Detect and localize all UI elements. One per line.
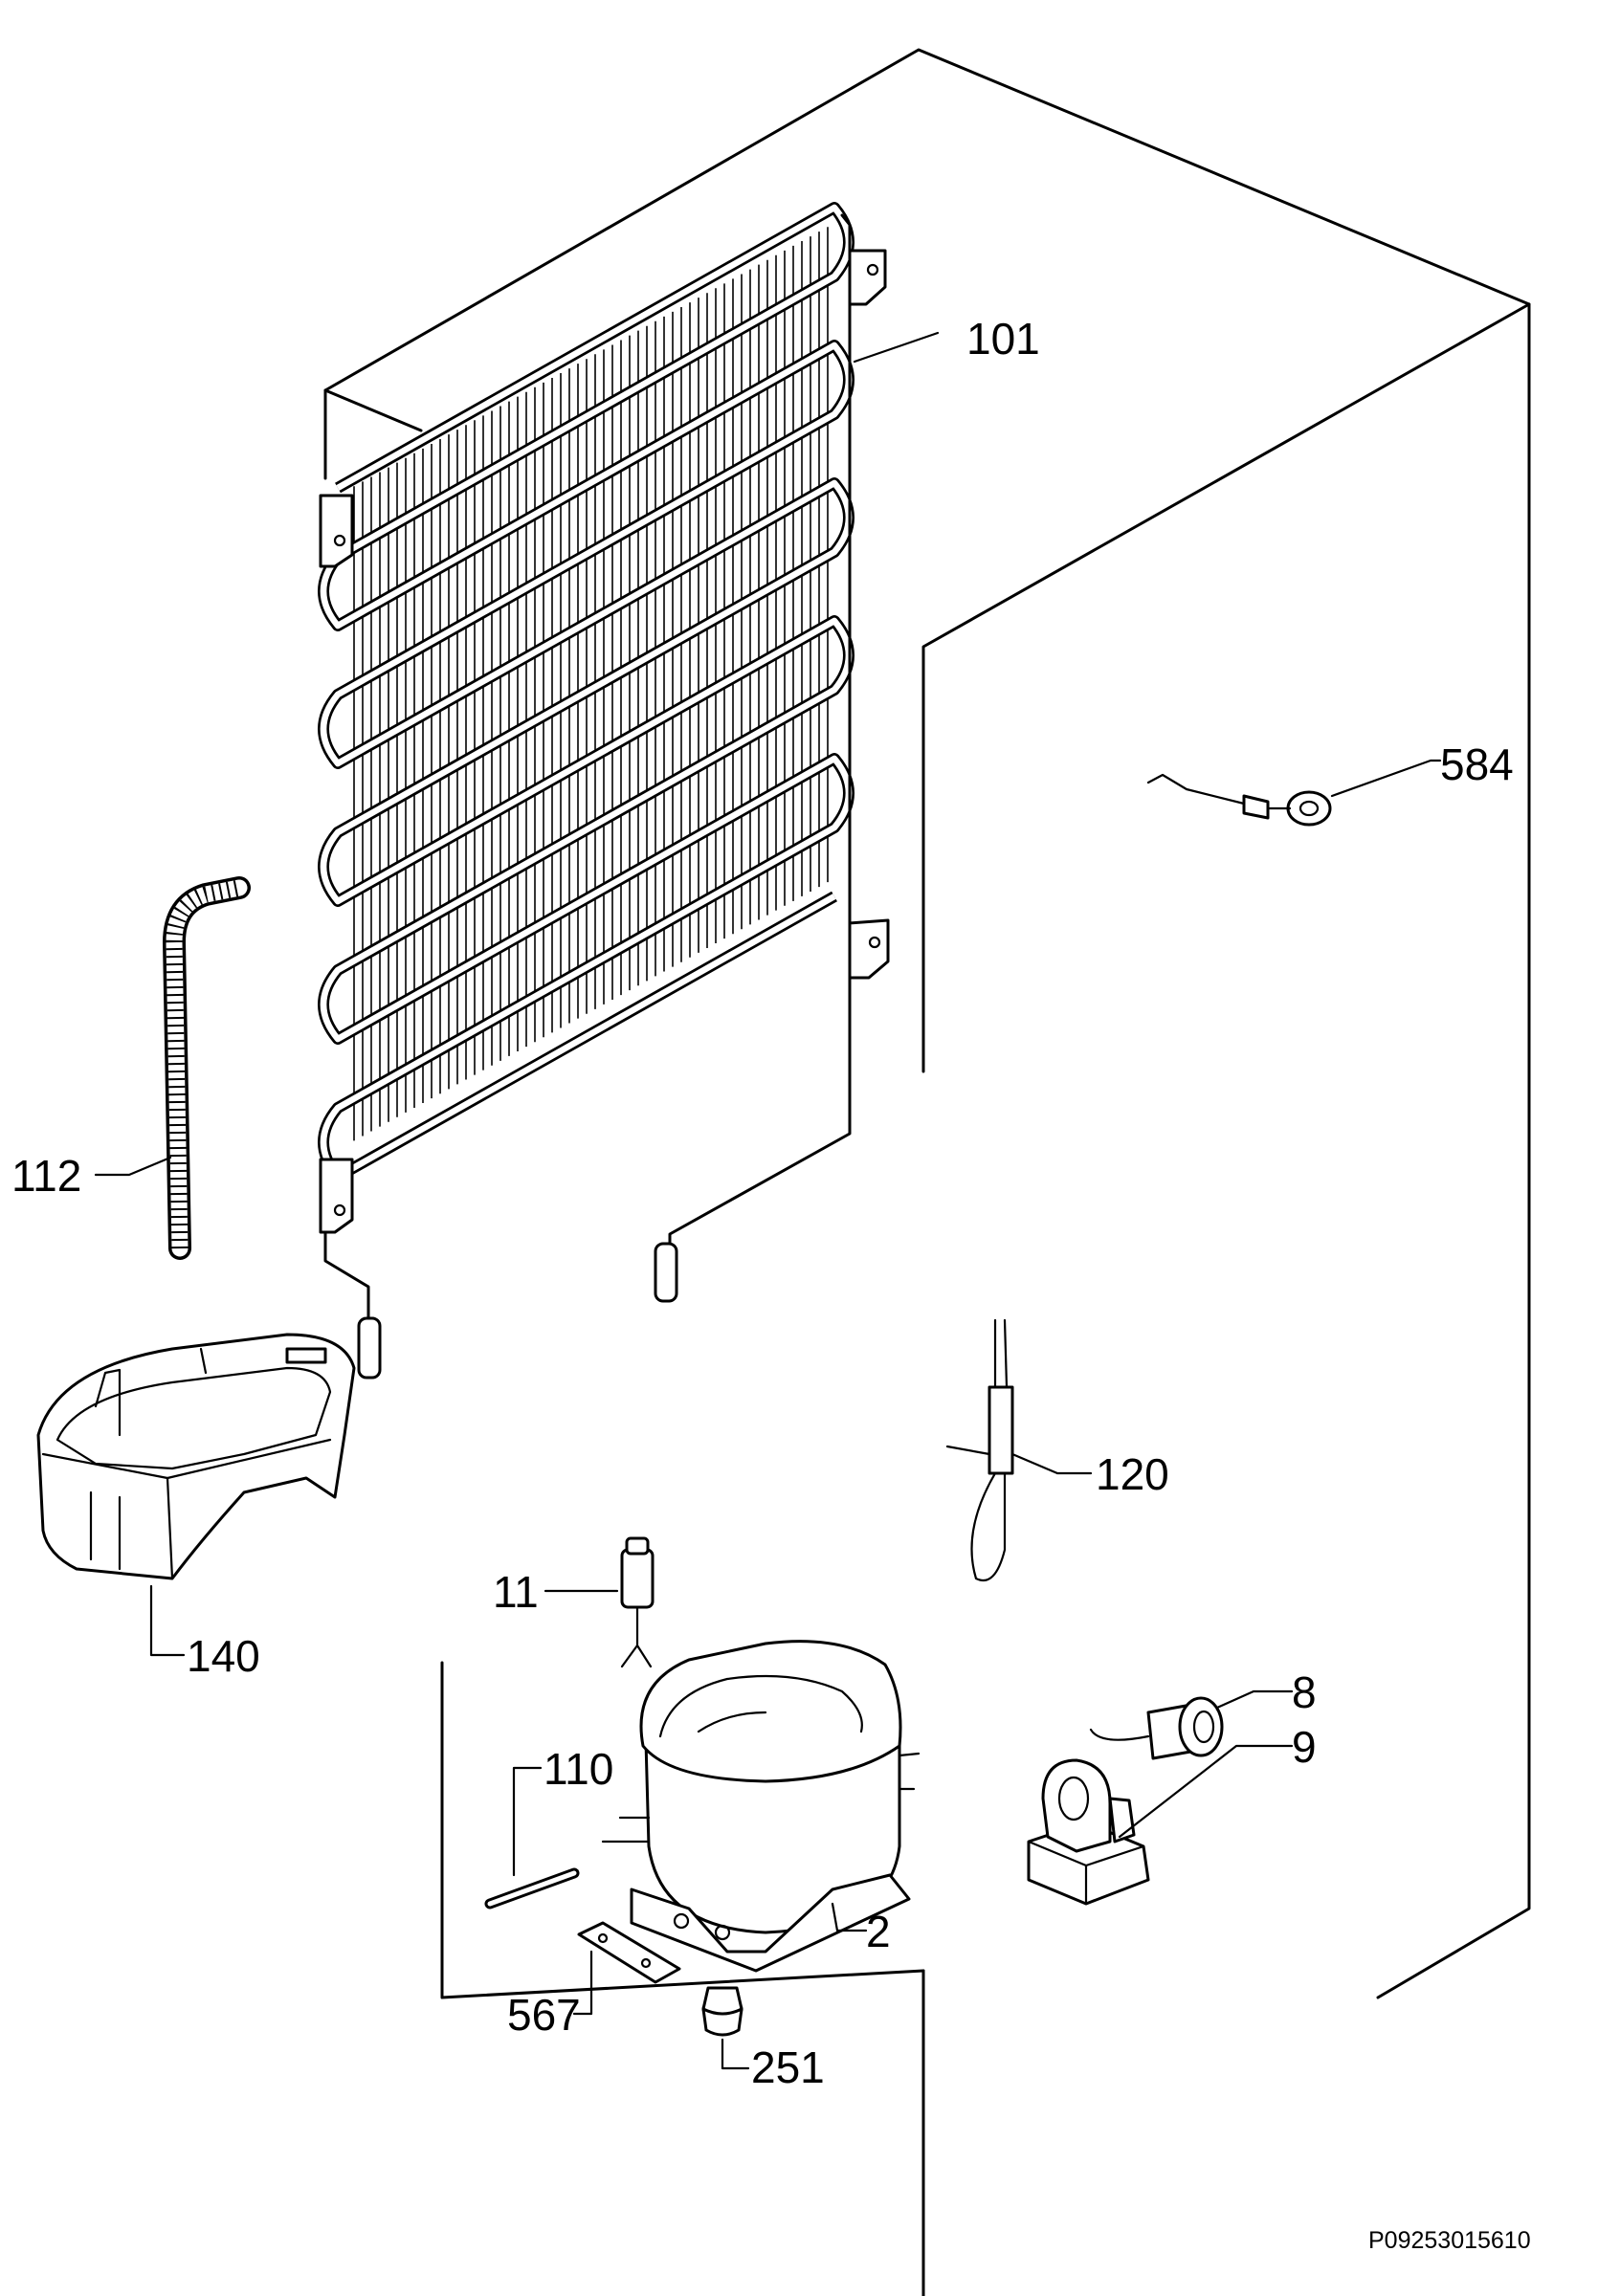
label-9[interactable]: 9 xyxy=(1292,1722,1317,1772)
label-101[interactable]: 101 xyxy=(966,314,1040,364)
label-584[interactable]: 584 xyxy=(1440,740,1514,789)
label-251[interactable]: 251 xyxy=(751,2042,825,2092)
drawing-code: P09253015610 xyxy=(1368,2227,1531,2254)
leader-2 xyxy=(831,1902,868,1932)
leader-8 xyxy=(1215,1689,1294,1710)
label-110[interactable]: 110 xyxy=(544,1744,613,1794)
leader-9 xyxy=(1118,1744,1294,1839)
heater-part-120[interactable] xyxy=(945,1318,1014,1581)
pin-part-110[interactable] xyxy=(484,1867,580,1910)
clamp-part-9[interactable] xyxy=(1027,1758,1150,1906)
label-567[interactable]: 567 xyxy=(507,1990,581,2040)
compressor-part-2[interactable] xyxy=(601,1640,921,1973)
label-2[interactable]: 2 xyxy=(866,1907,891,1956)
drip-tray-part-140[interactable] xyxy=(36,1333,356,1580)
label-8[interactable]: 8 xyxy=(1292,1667,1317,1717)
protector-part-8[interactable] xyxy=(1089,1696,1224,1760)
label-120[interactable]: 120 xyxy=(1096,1449,1169,1499)
cabinet-outline xyxy=(323,48,1531,2296)
label-11[interactable]: 11 xyxy=(493,1567,539,1617)
relay-part-11[interactable] xyxy=(620,1536,655,1668)
leader-101 xyxy=(853,331,940,364)
label-112[interactable]: 112 xyxy=(11,1151,81,1201)
leader-567 xyxy=(572,1950,593,2016)
leader-584 xyxy=(1330,759,1442,798)
grommet-part-251[interactable] xyxy=(701,1986,744,2037)
leader-120 xyxy=(1010,1452,1093,1475)
leader-140 xyxy=(149,1584,186,1657)
leader-251 xyxy=(721,2038,750,2070)
condenser-part-101[interactable] xyxy=(318,202,890,1380)
label-140[interactable]: 140 xyxy=(187,1631,260,1681)
sensor-part-584[interactable] xyxy=(1146,773,1332,827)
plate-part-567[interactable] xyxy=(577,1921,681,1984)
leader-112 xyxy=(94,1156,172,1177)
leader-110 xyxy=(512,1766,543,1877)
drain-hose-part-112[interactable] xyxy=(162,876,251,1260)
